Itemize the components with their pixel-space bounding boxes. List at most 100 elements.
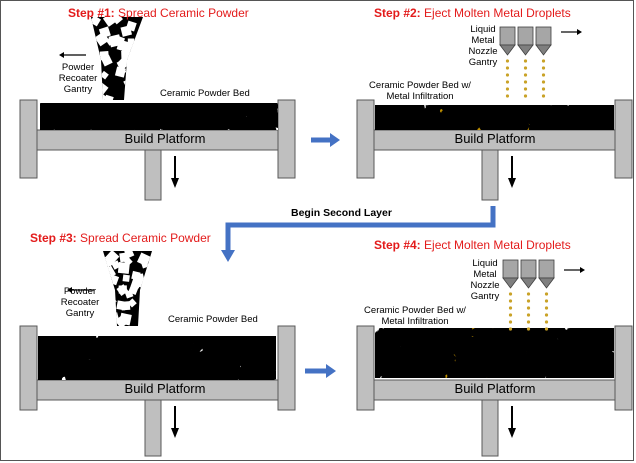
powder-bed <box>38 336 276 380</box>
powder-particle <box>448 105 461 112</box>
platform-wall-left <box>19 99 38 179</box>
powder-particle <box>595 105 610 117</box>
powder-particle-white <box>94 31 110 47</box>
powder-particle <box>135 369 145 380</box>
powder-particle <box>375 353 381 362</box>
powder-particle <box>270 117 278 129</box>
powder-particle <box>161 123 171 130</box>
metal-droplet <box>541 66 546 70</box>
powder-particle <box>118 366 127 375</box>
down-arrow-icon-head <box>508 428 516 438</box>
powder-particle <box>552 105 562 114</box>
powder-particle <box>604 328 613 334</box>
powder-particle <box>556 334 572 350</box>
powder-particle <box>225 371 236 380</box>
metal-droplet <box>523 73 528 77</box>
powder-particle-white <box>118 285 127 294</box>
powder-bed-infil-label-2: Ceramic Powder Bed w/ Metal Infiltration <box>355 80 485 102</box>
powder-particle <box>45 103 60 111</box>
powder-particle <box>94 357 104 368</box>
powder-particle <box>40 105 46 116</box>
powder-particle <box>605 362 614 374</box>
metal-droplet <box>526 306 531 310</box>
powder-particle-white <box>117 261 130 274</box>
build-platform <box>356 325 633 457</box>
powder-particle-white <box>140 260 149 269</box>
flow-arrow-icon-head <box>221 250 235 262</box>
build-platform-label-4: Build Platform <box>454 381 536 396</box>
powder-particle <box>586 348 598 359</box>
powder-particle <box>392 329 401 338</box>
powder-particle <box>57 353 68 363</box>
metal-droplet <box>544 306 549 310</box>
powder-particle <box>191 336 203 344</box>
powder-particle <box>562 119 575 130</box>
powder-particle <box>476 369 488 378</box>
liquid-metal-nozzle-gantry <box>499 26 552 98</box>
powder-particle <box>209 125 218 130</box>
powder-particle <box>171 103 181 110</box>
powder-particle <box>509 111 520 123</box>
build-platform <box>19 99 296 201</box>
powder-particle <box>447 368 456 377</box>
nozzle-line: Nozzle <box>470 280 500 291</box>
powder-particle <box>390 358 400 369</box>
metal-droplet <box>526 292 531 296</box>
powder-particle <box>166 336 176 344</box>
powder-particle <box>398 328 410 335</box>
down-arrow-icon-head <box>508 178 516 188</box>
powder-particle <box>200 103 213 113</box>
powder-particle <box>55 370 64 378</box>
powder-particle <box>607 125 614 130</box>
powder-particle <box>178 370 188 380</box>
infil-line: Ceramic Powder Bed w/ <box>369 80 471 91</box>
metal-droplet <box>523 87 528 91</box>
powder-particle <box>516 359 534 376</box>
build-platform-label-1: Build Platform <box>124 131 206 146</box>
powder-particle <box>140 372 157 380</box>
powder-particle <box>205 357 215 367</box>
powder-particle <box>454 124 464 130</box>
metal-droplet <box>523 80 528 84</box>
powder-particle <box>375 334 383 348</box>
platform-post <box>481 149 499 201</box>
nozzle-tip <box>499 44 516 56</box>
powder-particle <box>596 355 610 369</box>
recoater-line: Gantry <box>63 84 93 95</box>
nozzle-line: Metal <box>473 269 497 280</box>
powder-particle <box>215 107 224 115</box>
powder-particle <box>158 360 167 369</box>
powder-particle <box>525 328 538 335</box>
platform-post <box>144 399 162 457</box>
powder-particle <box>463 109 473 119</box>
powder-particle-white <box>122 274 130 282</box>
metal-droplet <box>526 299 531 303</box>
powder-particle <box>423 348 441 365</box>
nozzle-body <box>535 26 552 46</box>
platform-post <box>144 149 162 201</box>
powder-particle <box>227 359 241 373</box>
recoater-line: Recoater <box>60 297 100 308</box>
powder-particle <box>262 373 274 380</box>
powder-particle <box>147 356 160 368</box>
recoater-label-1: Powder Recoater Gantry <box>48 62 108 95</box>
powder-particle <box>53 103 70 112</box>
powder-particle <box>432 119 447 130</box>
powder-particle <box>102 346 111 356</box>
powder-particle <box>568 363 582 377</box>
step-2-number: Step #2: <box>374 6 421 20</box>
powder-particle-white <box>127 38 135 45</box>
infil-line: Metal Infiltration <box>381 316 449 327</box>
powder-particle <box>428 356 437 365</box>
metal-droplet <box>526 313 531 317</box>
powder-particle <box>514 119 527 130</box>
metal-droplet <box>505 66 510 70</box>
powder-particle <box>581 365 598 378</box>
powder-particle <box>189 340 204 355</box>
powder-particle <box>43 345 61 362</box>
powder-particle <box>390 123 402 130</box>
powder-particle <box>532 370 547 378</box>
metal-droplet <box>541 80 546 84</box>
powder-particle <box>112 350 129 366</box>
powder-particle <box>222 120 231 130</box>
